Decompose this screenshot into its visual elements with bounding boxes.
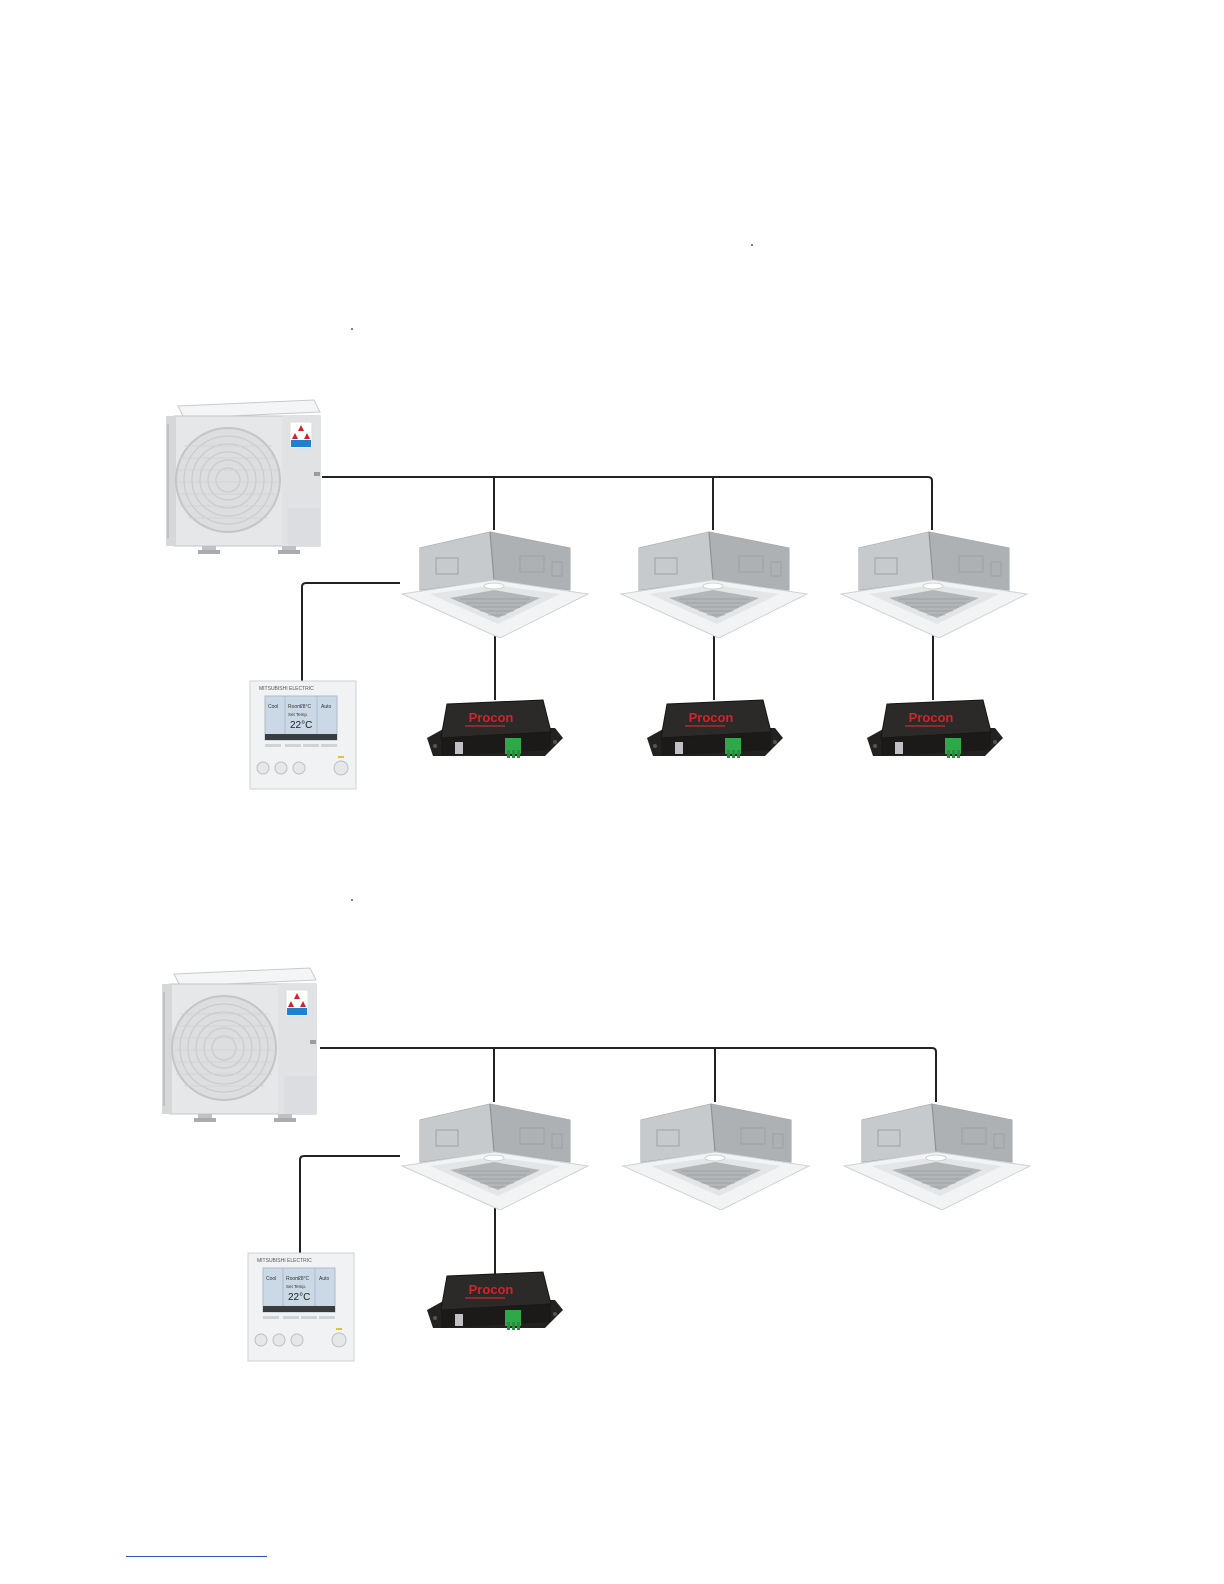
indoor-cassette-3 xyxy=(842,1100,1032,1210)
ceiling-cassette-icon xyxy=(400,1100,590,1210)
controller-brand: MITSUBISHI ELECTRIC xyxy=(257,1258,312,1264)
indoor-cassette-2 xyxy=(621,1100,811,1210)
procon-label: Procon xyxy=(469,1282,514,1297)
controller-set-temp-label: Set Temp. xyxy=(286,1284,306,1289)
outdoor-unit xyxy=(160,966,320,1128)
ceiling-cassette-icon xyxy=(842,1100,1032,1210)
controller-set-temp: 22°C xyxy=(288,1292,310,1303)
controller-mode: Cool xyxy=(266,1276,276,1282)
controller-fan: Auto xyxy=(319,1276,330,1282)
ceiling-cassette-icon xyxy=(621,1100,811,1210)
wired-controller: MITSUBISHI ELECTRIC Room 28°C Set Temp. … xyxy=(247,1252,355,1362)
procon-interface-icon: Procon xyxy=(425,1270,565,1342)
footnote-separator xyxy=(126,1556,267,1557)
controller-room-temp: 28°C xyxy=(298,1276,310,1282)
procon-interface-1: Procon xyxy=(425,1270,565,1342)
indoor-cassette-1 xyxy=(400,1100,590,1210)
wired-controller-icon: MITSUBISHI ELECTRIC Room 28°C Set Temp. … xyxy=(247,1252,355,1362)
outdoor-unit-icon xyxy=(160,966,320,1128)
